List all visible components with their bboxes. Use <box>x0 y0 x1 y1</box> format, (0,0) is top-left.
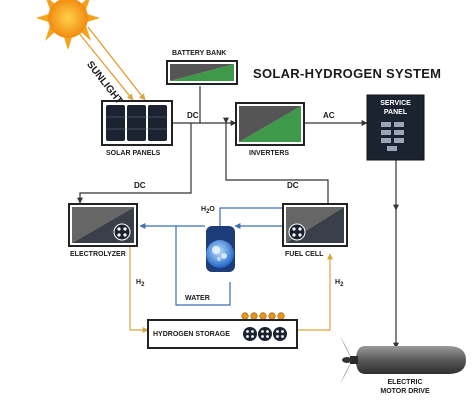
hydrogen-storage <box>147 312 298 349</box>
ac-label: AC <box>323 111 335 120</box>
h2o-main: H <box>201 206 207 213</box>
h2-label-right: H2 <box>335 279 344 288</box>
electric-motor-icon <box>340 336 466 384</box>
h2o-subscript: 2 <box>206 209 210 215</box>
water-label: WATER <box>185 295 210 302</box>
fuel-cell-label: FUEL CELL <box>285 251 324 258</box>
hydrogen-storage-label: HYDROGEN STORAGE <box>153 331 230 338</box>
dc-label-fuel-cell: DC <box>287 181 299 190</box>
h2-right-subscript: 2 <box>340 282 344 288</box>
solar-panels <box>101 100 173 146</box>
battery-bank <box>166 60 238 85</box>
h2-left-subscript: 2 <box>141 282 145 288</box>
fuel-cell <box>282 203 348 247</box>
service-panel-label-line2: PANEL <box>383 109 408 116</box>
h2-right-main: H <box>335 279 341 286</box>
h2o-label: H2O <box>201 206 215 215</box>
dc-label-electrolyzer: DC <box>134 181 146 190</box>
water-tank-icon <box>206 226 235 272</box>
solar-panels-label: SOLAR PANELS <box>106 150 161 157</box>
motor-drive-label-line1: ELECTRIC <box>387 379 423 386</box>
inverters-label: INVERTERS <box>249 150 290 157</box>
electrolyzer <box>68 203 138 247</box>
inverters <box>235 102 305 146</box>
service-panel <box>366 94 425 161</box>
sunlight-rays <box>77 26 146 101</box>
electric-lines <box>77 86 399 349</box>
diagram-title: SOLAR-HYDROGEN SYSTEM <box>253 66 442 81</box>
battery-bank-label: BATTERY BANK <box>172 50 227 57</box>
service-panel-label-line1: SERVICE <box>380 100 411 107</box>
dc-label-top: DC <box>187 111 199 120</box>
motor-drive-label-line2: MOTOR DRIVE <box>380 388 430 395</box>
h2-label-left: H2 <box>136 279 145 288</box>
h2-left-main: H <box>136 279 142 286</box>
sun-icon <box>36 0 100 50</box>
electrolyzer-label: ELECTROLYZER <box>70 251 126 258</box>
h2o-end: O <box>209 206 215 213</box>
hydrogen-lines <box>129 246 333 333</box>
